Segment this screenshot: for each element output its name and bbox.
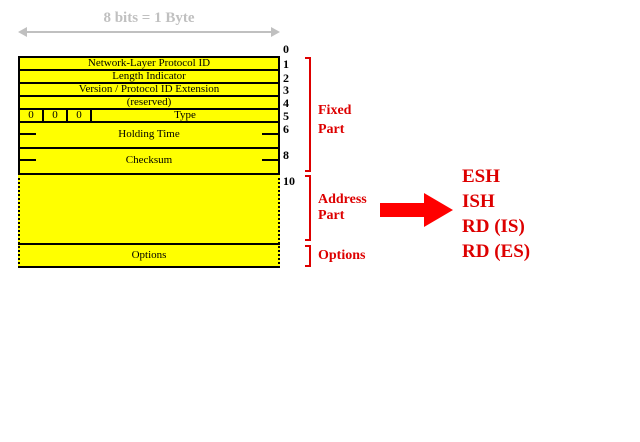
offset-label: 5 <box>283 109 289 123</box>
byte-width-arrow <box>18 27 280 37</box>
message-type-esh: ESH <box>462 166 501 187</box>
bit-cell: 0 <box>44 110 68 122</box>
address-part-bracket <box>305 175 311 241</box>
bit-cell: 0 <box>68 110 92 122</box>
message-type-ish: ISH <box>462 191 495 212</box>
field-address <box>18 173 280 244</box>
field-checksum: Checksum <box>18 147 280 175</box>
byte-divider-tick <box>20 133 36 135</box>
field-type-row: 0 0 0 Type <box>18 108 280 122</box>
byte-divider-tick <box>262 159 278 161</box>
byte-width-header: 8 bits = 1 Byte <box>18 10 280 40</box>
field-version: Version / Protocol ID Extension <box>18 82 280 96</box>
byte-divider-tick <box>20 159 36 161</box>
offset-label: 2 <box>283 71 289 85</box>
options-part-label: Options <box>318 248 366 263</box>
offset-label: 4 <box>283 96 289 110</box>
field-length-indicator: Length Indicator <box>18 69 280 83</box>
field-holding-time: Holding Time <box>18 121 280 148</box>
field-reserved: (reserved) <box>18 95 280 109</box>
offset-label: 10 <box>283 174 295 188</box>
options-bracket <box>305 245 311 267</box>
field-options: Options <box>18 243 280 268</box>
message-type-rd-es: RD (ES) <box>462 241 531 262</box>
offset-label: 6 <box>283 122 289 136</box>
esis-pdu-header: Network-Layer Protocol ID Length Indicat… <box>18 56 280 268</box>
fixed-part-label: Fixed Part <box>318 103 352 137</box>
offset-label: 3 <box>283 83 289 97</box>
field-type: Type <box>174 109 196 121</box>
checksum-label: Checksum <box>125 154 173 166</box>
holding-time-label: Holding Time <box>118 128 180 140</box>
offset-label: 0 <box>283 42 289 56</box>
offset-label: 1 <box>283 57 289 71</box>
byte-divider-tick <box>262 133 278 135</box>
offset-label: 8 <box>283 148 289 162</box>
message-type-rd-is: RD (IS) <box>462 216 525 237</box>
address-part-label: Address Part <box>318 192 367 223</box>
fixed-part-bracket <box>305 57 311 172</box>
arrow-right-icon <box>380 193 453 227</box>
bit-cell: 0 <box>20 110 44 122</box>
field-nlpid: Network-Layer Protocol ID <box>18 56 280 70</box>
byte-width-label: 8 bits = 1 Byte <box>103 10 195 26</box>
